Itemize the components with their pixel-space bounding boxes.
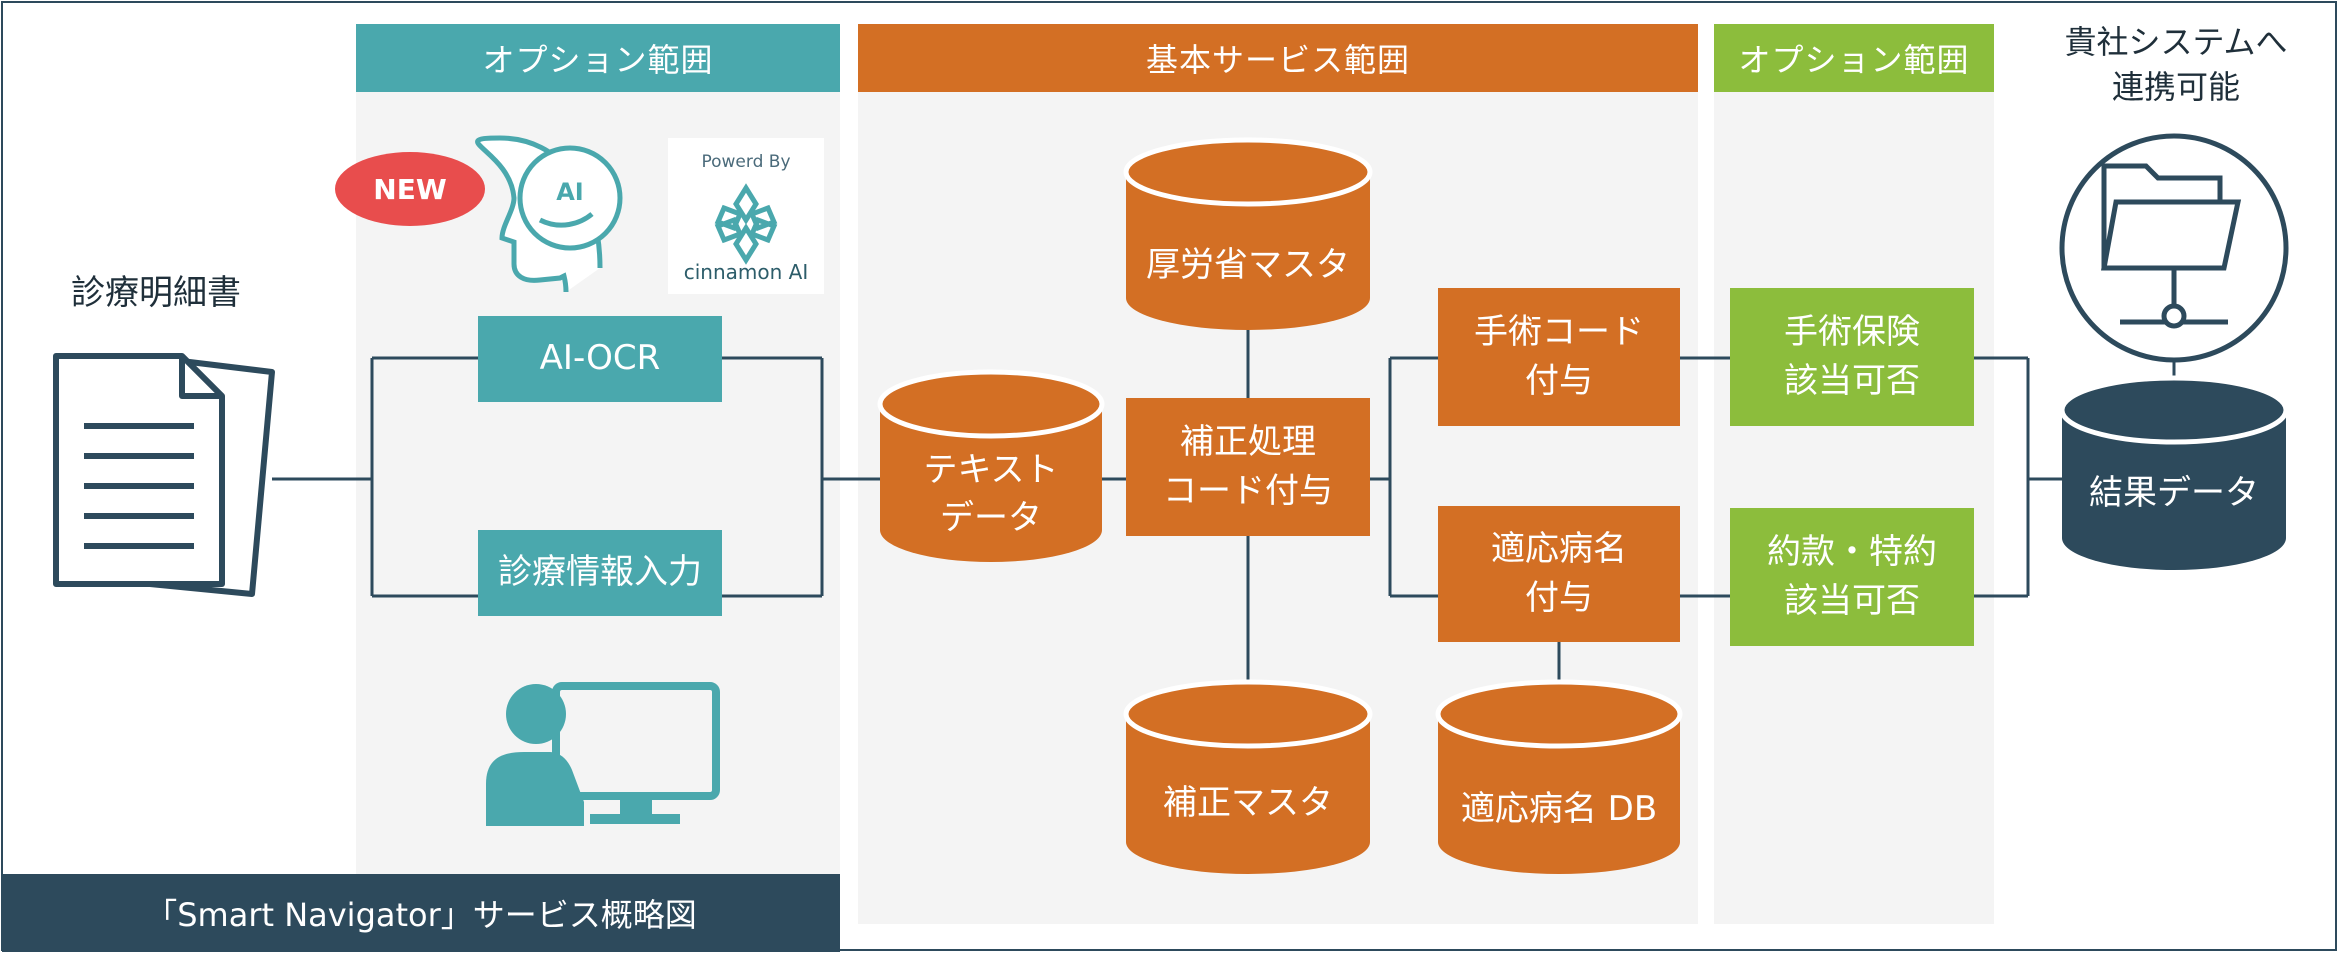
basic-header: 基本サービス範囲 bbox=[858, 24, 1698, 92]
contract-clause-box: 約款・特約 該当可否 bbox=[1730, 508, 1974, 646]
mhlw-master-cylinder bbox=[1123, 137, 1373, 330]
disease-db-label: 適応病名 DB bbox=[1460, 789, 1658, 830]
computer-user-icon bbox=[486, 682, 720, 826]
disease-db-cylinder bbox=[1435, 679, 1683, 874]
system-label: 貴社システムへ 連携可能 bbox=[2064, 23, 2288, 106]
surgery-code-box: 手術コード 付与 bbox=[1438, 288, 1680, 426]
diagram-caption: 「Smart Navigator」サービス概略図 bbox=[2, 874, 840, 952]
new-badge: NEW bbox=[335, 152, 485, 226]
manual-input-box: 診療情報入力 bbox=[478, 530, 722, 616]
text-data-label: テキスト データ bbox=[923, 450, 1059, 538]
result-data-cylinder bbox=[2059, 375, 2289, 570]
result-data-label: 結果データ bbox=[2089, 473, 2259, 514]
correction-master-cylinder bbox=[1123, 679, 1373, 874]
ai-head-icon bbox=[475, 135, 623, 293]
option-right-header: オプション範囲 bbox=[1714, 24, 1994, 92]
cinnamon-name: cinnamon AI bbox=[683, 260, 809, 284]
folder-network-icon bbox=[2059, 133, 2289, 363]
cinnamon-logo: Powerd By cinnamon AI bbox=[668, 138, 824, 294]
correction-master-label: 補正マスタ bbox=[1163, 783, 1333, 824]
text-data-cylinder bbox=[877, 369, 1105, 562]
input-doc-label: 診療明細書 bbox=[71, 273, 241, 313]
option-right-panel bbox=[1714, 24, 1994, 924]
ai-head-text: AI bbox=[556, 178, 584, 206]
powered-by-text: Powerd By bbox=[701, 152, 791, 172]
option-left-header: オプション範囲 bbox=[356, 24, 840, 92]
ai-ocr-box: AI-OCR bbox=[478, 316, 722, 402]
mhlw-master-label: 厚労省マスタ bbox=[1146, 245, 1350, 286]
correction-code-box: 補正処理 コード付与 bbox=[1126, 398, 1370, 536]
surgery-insurance-box: 手術保険 該当可否 bbox=[1730, 288, 1974, 426]
disease-name-box: 適応病名 付与 bbox=[1438, 506, 1680, 642]
document-icon bbox=[53, 353, 275, 597]
